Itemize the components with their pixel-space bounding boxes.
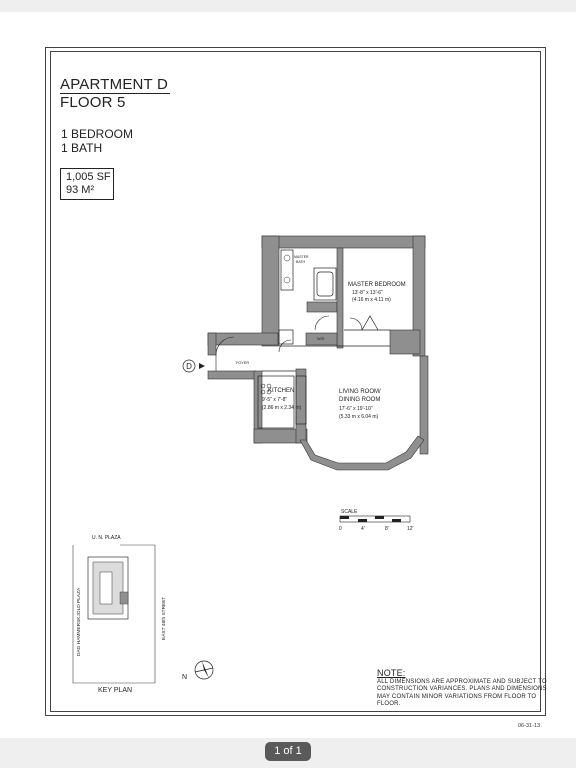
wall-kitchen-south <box>253 428 308 444</box>
key-plan-north-street: U. N. PLAZA <box>92 535 121 541</box>
walls <box>207 235 429 455</box>
fixtures <box>260 254 291 395</box>
note-title: NOTE: <box>377 668 406 678</box>
closet-label: W/D <box>317 337 325 341</box>
key-plan-west-street: DAG HAMMERSKJOLD PLAZA <box>76 587 82 656</box>
page-title: APARTMENT D FLOOR 5 <box>60 76 171 111</box>
partitions <box>257 249 390 429</box>
wall-living-east <box>419 355 429 455</box>
scale-tick-3: 12' <box>407 526 414 532</box>
wall-bedroom-west <box>336 247 344 349</box>
wall-bedroom-east <box>412 235 426 357</box>
bath-label-1: MASTER <box>294 255 309 259</box>
wall-bath-south <box>306 301 338 313</box>
bath-label-2: BATH <box>296 260 306 264</box>
scale-label: SCALE <box>341 509 358 515</box>
scale-tick-1: 4' <box>361 526 365 532</box>
kitchen-metric: (2.86 m x 2.34 m) <box>262 405 302 411</box>
area-sf: 1,005 SF <box>66 171 111 183</box>
sheet-border-inner <box>50 51 541 712</box>
scale-bar <box>339 515 411 523</box>
wall-foyer-north <box>207 332 279 346</box>
bedroom-metric: (4.16 m x 4.11 m) <box>352 297 391 303</box>
living-metric: (5.33 m x 6.04 m) <box>339 414 379 420</box>
living-label-2: DINING ROOM <box>339 397 380 403</box>
door-swings <box>215 315 363 371</box>
wall-bath-west <box>261 235 280 347</box>
disclaimer-note: NOTE: ALL DIMENSIONS ARE APPROXIMATE AND… <box>377 668 547 709</box>
entry-arrow-icon <box>199 363 205 369</box>
scale-tick-0: 0 <box>339 526 342 532</box>
living-label-1: LIVING ROOM/ <box>339 389 381 395</box>
bath-count: 1 BATH <box>61 141 103 155</box>
wall-foyer-south <box>207 370 257 380</box>
plan-date: 06-31-13 <box>518 723 541 729</box>
north-symbol: N <box>182 674 187 681</box>
floor-title: FLOOR 5 <box>60 94 126 111</box>
bedroom-dims: 13'-8" x 13'-6" <box>352 290 383 296</box>
area-m2: 93 M² <box>66 184 95 196</box>
entry-marker-label: D <box>186 362 192 371</box>
key-plan <box>72 544 156 684</box>
bedroom-count: 1 BEDROOM <box>61 127 134 141</box>
wall-closet-block <box>305 332 338 346</box>
kitchen-label: KITCHEN <box>268 388 294 394</box>
key-plan-east-street: EAST 48th STREET <box>161 597 167 640</box>
key-plan-label: KEY PLAN <box>98 687 132 694</box>
note-text: ALL DIMENSIONS ARE APPROXIMATE AND SUBJE… <box>377 678 547 708</box>
area-box: 1,005 SF 93 M² <box>60 168 114 200</box>
entry-marker <box>182 359 196 373</box>
apartment-title: APARTMENT D <box>60 76 171 94</box>
wall-column <box>389 329 421 355</box>
wall-entry-north <box>207 332 217 356</box>
page-indicator[interactable]: 1 of 1 <box>265 742 311 761</box>
unit-summary: 1 BEDROOM 1 BATH <box>61 127 133 155</box>
bedroom-label: MASTER BEDROOM <box>348 282 406 288</box>
north-arrow-icon <box>194 660 214 680</box>
wall-north <box>261 235 426 249</box>
sheet-border-outer <box>45 47 546 716</box>
kitchen-dims: 9'-5" x 7'-8" <box>262 397 287 403</box>
scale-tick-2: 8' <box>385 526 389 532</box>
foyer-label: FOYER <box>236 361 249 365</box>
bay-window <box>299 435 425 471</box>
living-dims: 17'-6" x 19'-10" <box>339 406 373 412</box>
